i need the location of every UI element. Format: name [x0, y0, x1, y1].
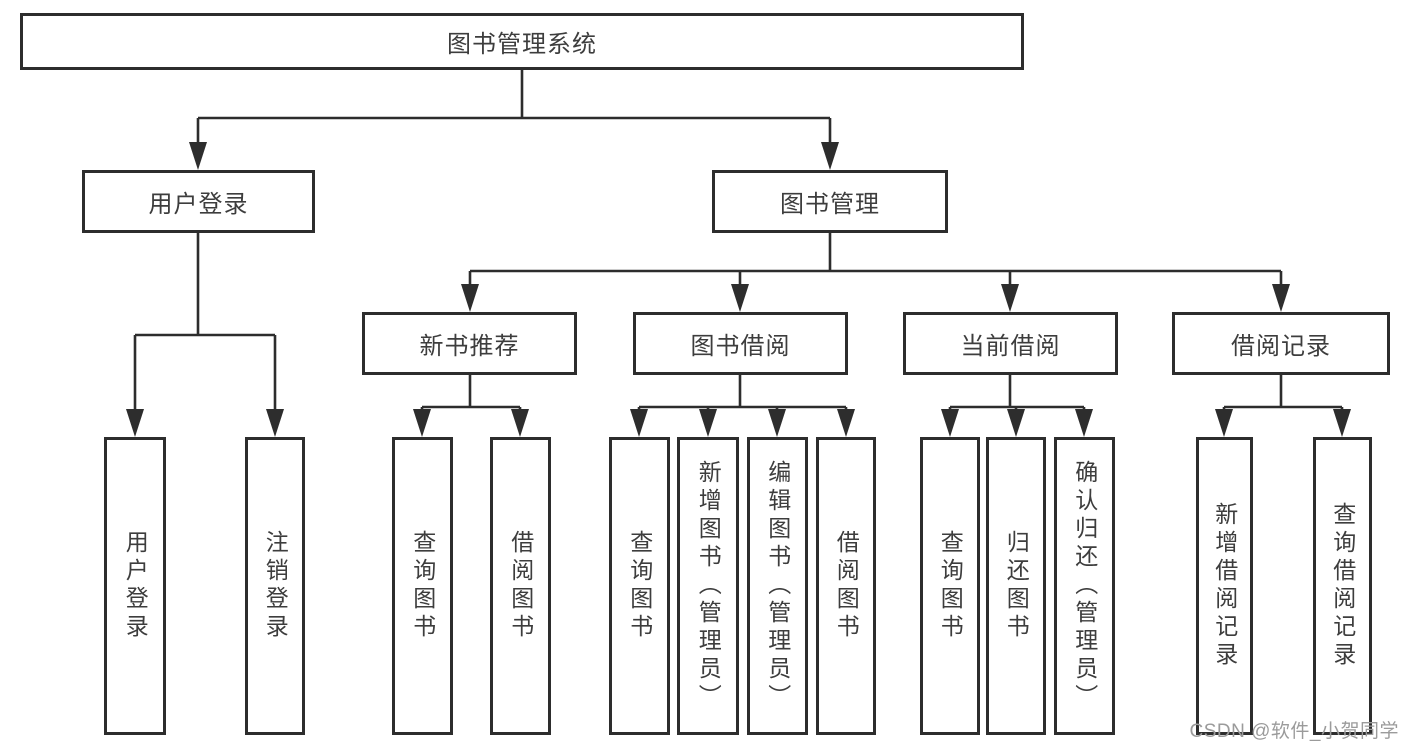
- node-new-book-recommend: 新书推荐: [362, 312, 577, 375]
- leaf-query-books-1: 查询图书: [392, 437, 453, 735]
- leaf-return-books: 归还图书: [986, 437, 1046, 735]
- leaf-logout: 注销登录: [245, 437, 305, 735]
- leaf-query-books-3: 查询图书: [920, 437, 980, 735]
- leaf-borrow-books-1: 借阅图书: [490, 437, 551, 735]
- leaf-user-login: 用户登录: [104, 437, 166, 735]
- node-borrowing-records: 借阅记录: [1172, 312, 1390, 375]
- leaf-query-books-2: 查询图书: [609, 437, 670, 735]
- leaf-confirm-return-admin: 确认归还（管理员）: [1054, 437, 1115, 735]
- node-current-borrowing: 当前借阅: [903, 312, 1118, 375]
- node-book-borrowing: 图书借阅: [633, 312, 848, 375]
- csdn-watermark: CSDN @软件_小贺同学: [1189, 721, 1399, 742]
- node-book-management: 图书管理: [712, 170, 948, 233]
- leaf-add-borrow-record: 新增借阅记录: [1196, 437, 1253, 735]
- leaf-borrow-books-2: 借阅图书: [816, 437, 876, 735]
- leaf-query-borrow-record: 查询借阅记录: [1313, 437, 1372, 735]
- leaf-edit-books-admin: 编辑图书（管理员）: [747, 437, 808, 735]
- node-library-management-system: 图书管理系统: [20, 13, 1024, 70]
- leaf-add-books-admin: 新增图书（管理员）: [677, 437, 739, 735]
- node-user-login: 用户登录: [82, 170, 315, 233]
